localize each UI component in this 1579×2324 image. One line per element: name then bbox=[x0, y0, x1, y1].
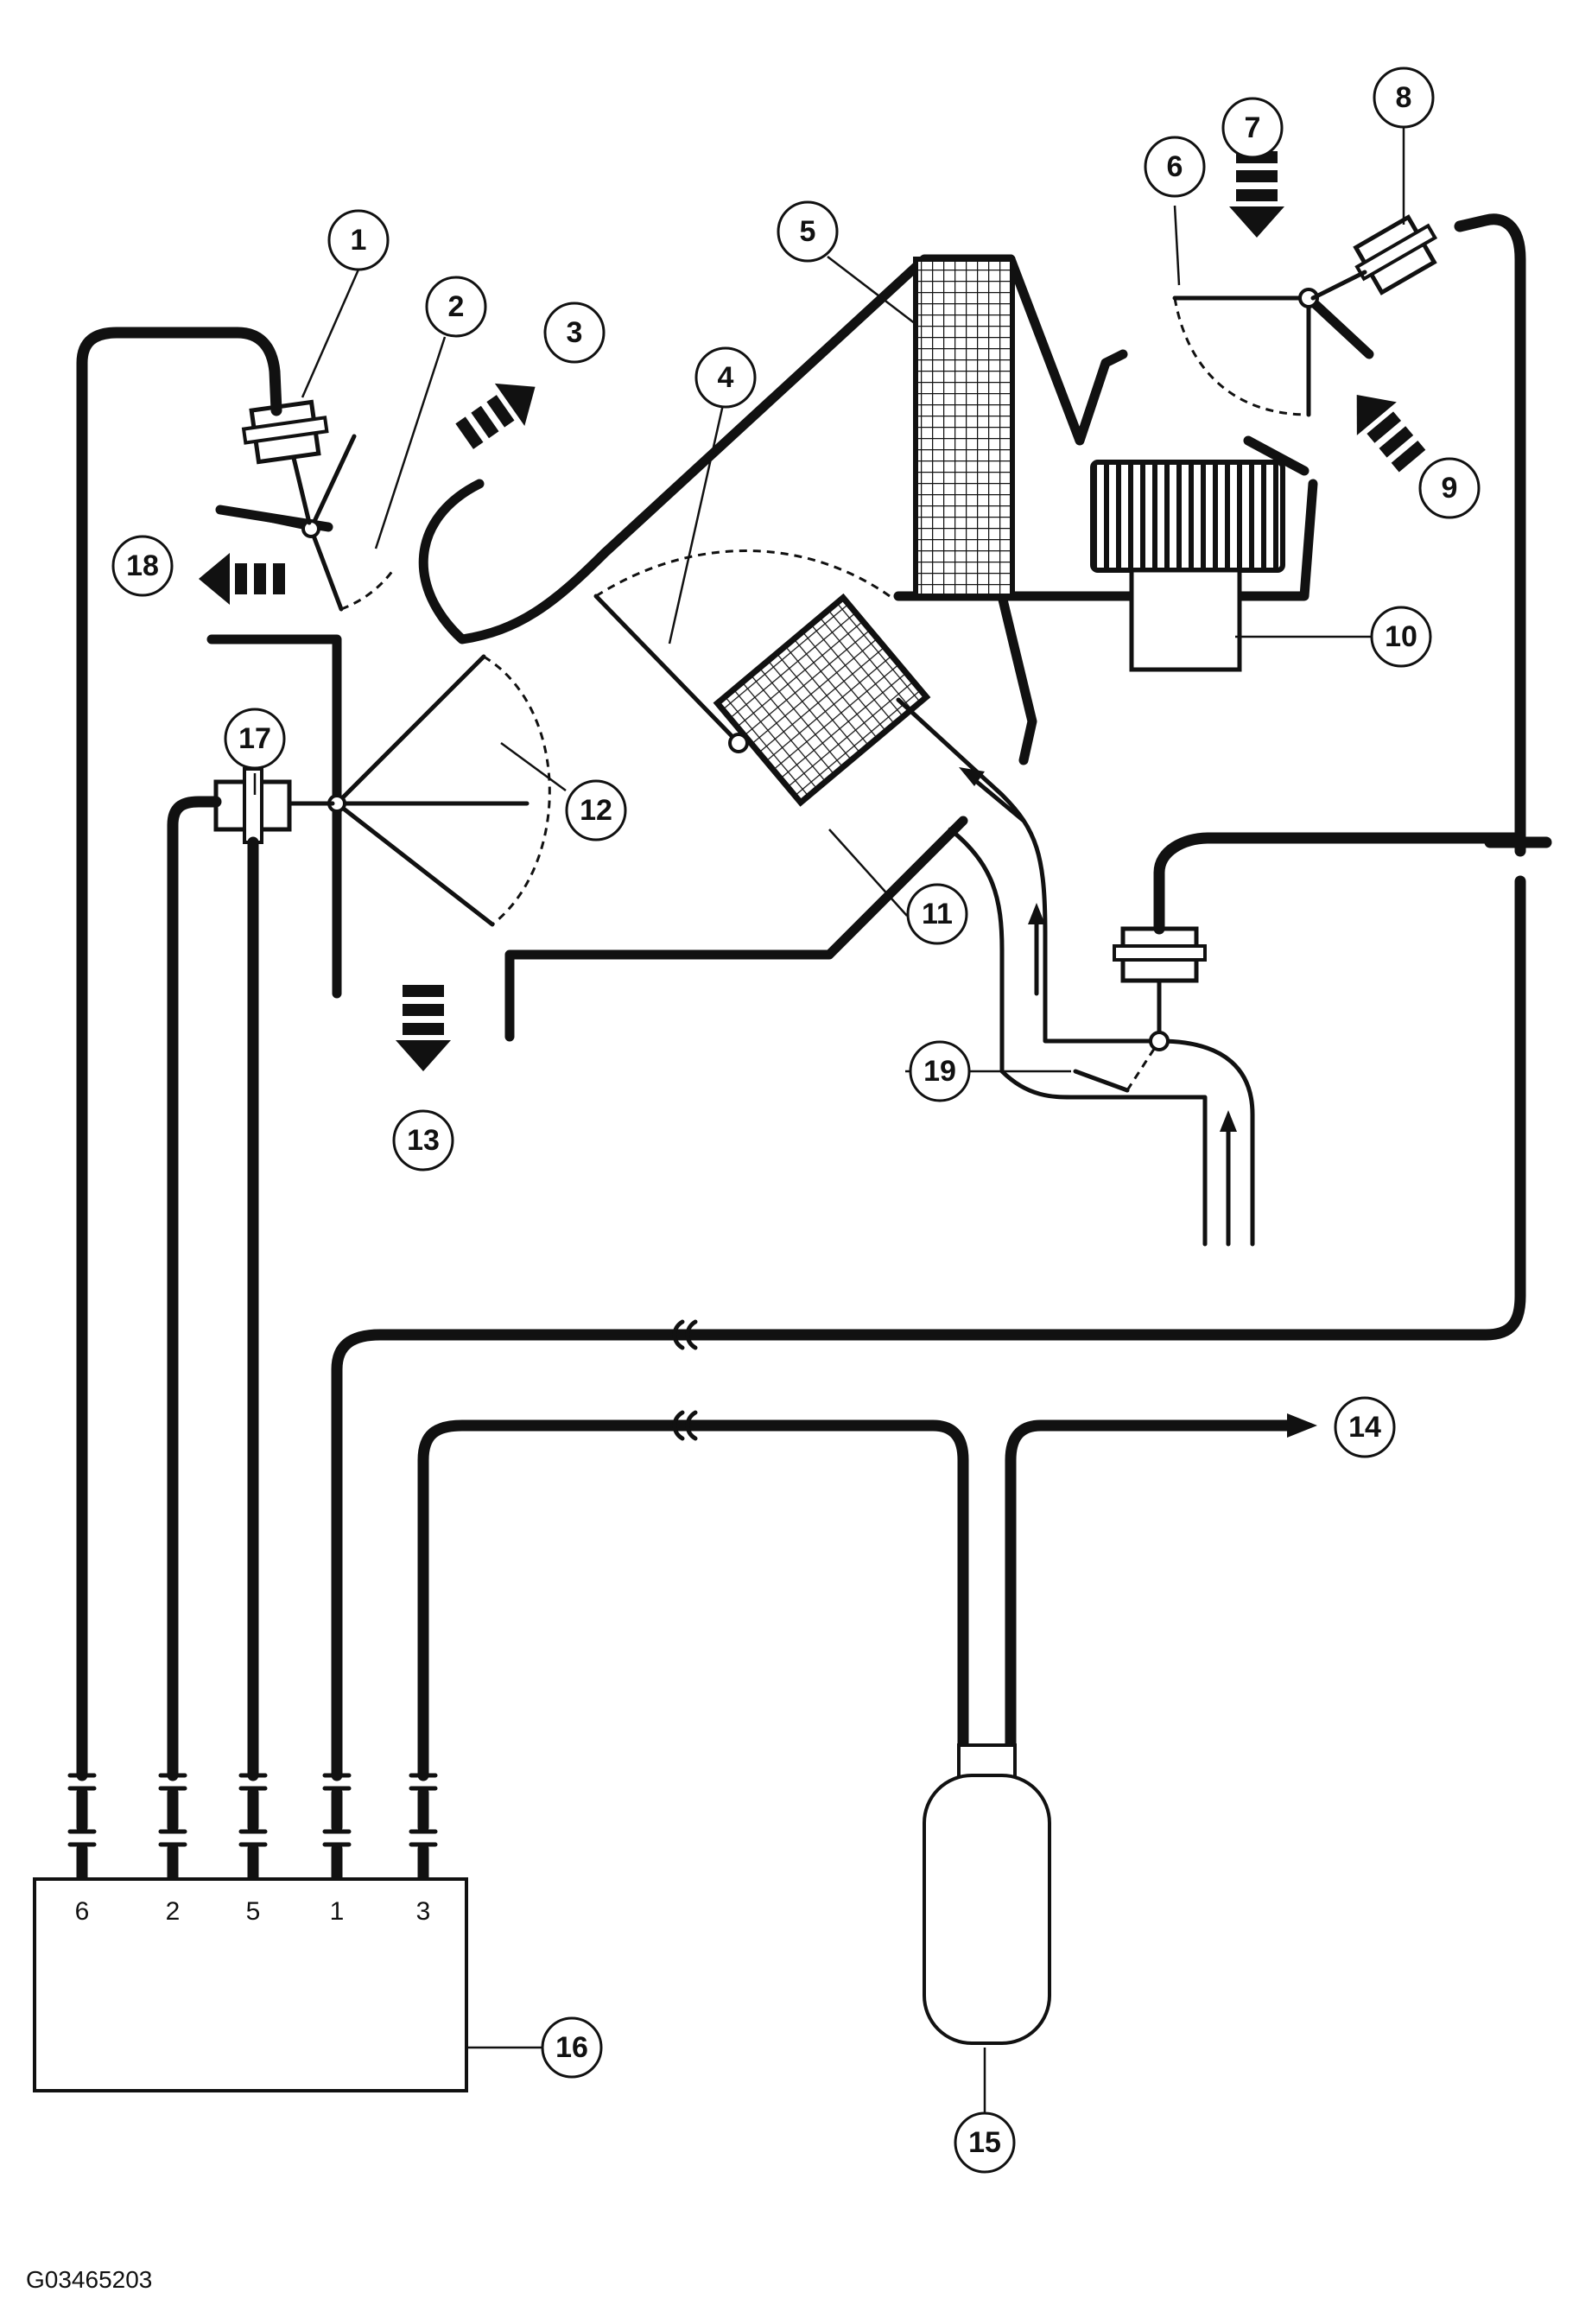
blower-motor bbox=[1090, 460, 1285, 672]
recirculation-vacuum-motor bbox=[1310, 214, 1438, 301]
callout-7: 7 bbox=[1221, 97, 1284, 159]
svg-text:17: 17 bbox=[238, 722, 271, 755]
callout-3: 3 bbox=[543, 302, 606, 364]
vacuum-reservoir bbox=[923, 1743, 1051, 2045]
svg-text:4: 4 bbox=[718, 361, 734, 394]
svg-text:7: 7 bbox=[1245, 111, 1261, 144]
port-label-6: 6 bbox=[75, 1897, 90, 1926]
callout-14: 14 bbox=[1334, 1396, 1396, 1458]
callout-8: 8 bbox=[1373, 67, 1435, 129]
evaporator-core bbox=[913, 257, 1015, 599]
svg-text:5: 5 bbox=[800, 215, 816, 248]
leader-lines bbox=[253, 125, 1405, 2112]
figure-id: G03465203 bbox=[26, 2266, 152, 2293]
callout-18: 18 bbox=[111, 535, 174, 597]
airflow-arrows bbox=[199, 151, 1426, 1071]
svg-text:19: 19 bbox=[923, 1055, 956, 1088]
callout-1: 1 bbox=[327, 209, 390, 271]
port-label-2: 2 bbox=[166, 1897, 181, 1926]
callout-4: 4 bbox=[694, 346, 757, 409]
hose-connectors bbox=[67, 1773, 438, 1885]
callout-19: 19 bbox=[909, 1040, 971, 1102]
callout-6: 6 bbox=[1144, 136, 1206, 198]
port-label-5: 5 bbox=[246, 1897, 261, 1926]
callout-5: 5 bbox=[777, 200, 839, 263]
heater-core bbox=[713, 593, 931, 807]
svg-text:8: 8 bbox=[1396, 81, 1412, 114]
port-label-3: 3 bbox=[416, 1897, 431, 1926]
floor-vacuum-motor bbox=[213, 767, 335, 844]
temperature-blend-door bbox=[593, 549, 891, 753]
svg-text:1: 1 bbox=[351, 224, 367, 257]
callout-2: 2 bbox=[425, 276, 487, 338]
svg-text:2: 2 bbox=[448, 290, 465, 323]
callout-11: 11 bbox=[906, 883, 968, 945]
svg-text:14: 14 bbox=[1348, 1411, 1381, 1444]
recirculation-door bbox=[1172, 288, 1374, 417]
svg-text:11: 11 bbox=[922, 898, 953, 930]
svg-text:10: 10 bbox=[1385, 620, 1417, 653]
callout-12: 12 bbox=[565, 779, 627, 841]
svg-text:15: 15 bbox=[968, 2126, 1001, 2159]
callout-9: 9 bbox=[1418, 457, 1481, 519]
callout-17: 17 bbox=[224, 708, 286, 770]
panel-defrost-vacuum-motor bbox=[241, 399, 329, 525]
control-module: 6 2 5 1 3 bbox=[33, 1877, 468, 2092]
callout-16: 16 bbox=[541, 2016, 603, 2079]
water-valve-vacuum-motor bbox=[1113, 926, 1207, 1039]
callout-13: 13 bbox=[392, 1109, 454, 1172]
port-label-1: 1 bbox=[330, 1897, 345, 1926]
svg-text:18: 18 bbox=[126, 549, 159, 582]
svg-text:3: 3 bbox=[567, 316, 583, 349]
callout-10: 10 bbox=[1370, 606, 1432, 668]
coolant-flow-arrows bbox=[959, 767, 1237, 1247]
svg-text:6: 6 bbox=[1167, 150, 1183, 183]
vacuum-hoses bbox=[76, 213, 1552, 1781]
callout-15: 15 bbox=[954, 2111, 1016, 2174]
heater-coolant-pipe bbox=[896, 697, 1255, 1247]
floor-door bbox=[327, 654, 551, 927]
svg-text:9: 9 bbox=[1442, 472, 1458, 505]
svg-text:16: 16 bbox=[555, 2031, 588, 2064]
svg-text:13: 13 bbox=[407, 1124, 440, 1157]
svg-text:12: 12 bbox=[580, 794, 612, 827]
